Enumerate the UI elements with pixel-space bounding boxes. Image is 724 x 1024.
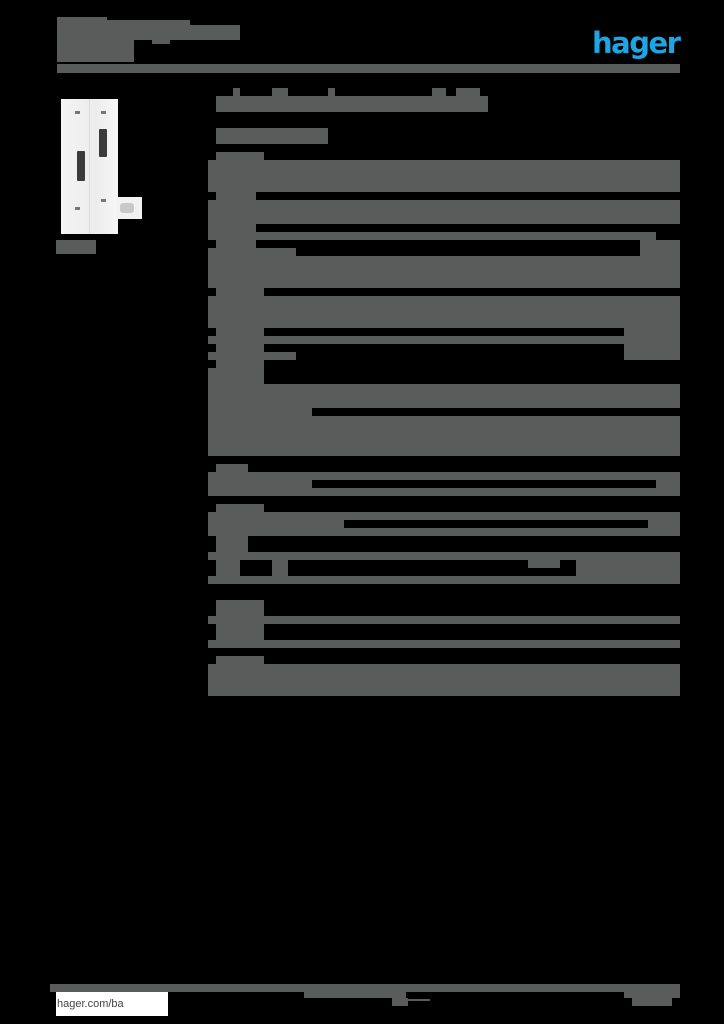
spec-row — [208, 512, 680, 520]
spec-row — [208, 552, 680, 560]
spec-row — [208, 408, 312, 416]
spec-row — [208, 416, 680, 456]
spec-row — [576, 560, 680, 576]
product-image-caption — [56, 240, 96, 254]
spec-row — [208, 248, 296, 256]
spec-row — [208, 640, 680, 648]
spec-row — [208, 352, 296, 360]
module-seam — [89, 99, 90, 234]
spec-row — [208, 232, 656, 240]
spec-row — [208, 336, 624, 344]
product-image — [61, 99, 118, 234]
logo-background — [584, 21, 680, 59]
header-title-block — [57, 25, 240, 40]
spec-row — [208, 528, 680, 536]
spec-row — [208, 160, 680, 192]
bracket-part — [120, 203, 134, 213]
spec-row — [208, 472, 680, 480]
socket-port-icon — [77, 151, 85, 181]
spec-row — [208, 488, 680, 496]
spec-row — [208, 256, 680, 288]
spec-row — [208, 224, 216, 232]
spec-row — [208, 384, 680, 408]
title-ascender — [456, 88, 480, 96]
spec-row — [272, 560, 288, 576]
header-rule — [57, 64, 680, 73]
footer-page-number — [624, 990, 680, 998]
screw-icon — [75, 111, 80, 114]
title-ascender — [272, 88, 288, 96]
screw-icon — [75, 207, 80, 210]
spec-row — [640, 240, 680, 256]
spec-row — [624, 296, 680, 360]
screw-icon — [101, 111, 106, 114]
footer-center-text — [408, 999, 430, 1001]
section-label — [216, 520, 248, 552]
mounting-bracket-image — [116, 197, 142, 219]
title-ascender — [233, 88, 240, 96]
title-block — [216, 96, 488, 112]
spec-row — [208, 320, 680, 328]
socket-port-icon — [99, 129, 107, 157]
spec-row — [208, 576, 680, 584]
screw-icon — [101, 199, 106, 202]
footer-rule — [50, 984, 680, 992]
hager-logo: hager — [592, 26, 681, 60]
header-title-block — [152, 39, 170, 44]
spec-row — [208, 200, 680, 224]
footer-page-number — [632, 998, 672, 1006]
spec-row — [208, 616, 680, 624]
spec-row — [528, 560, 560, 568]
spec-row — [208, 664, 680, 696]
main-subtitle — [216, 128, 328, 144]
title-ascender — [328, 88, 335, 96]
footer-center-text — [304, 990, 406, 998]
header-subtitle-block — [57, 40, 134, 62]
footer-center-text — [392, 998, 408, 1006]
footer-url-link[interactable]: hager.com/ba — [56, 992, 168, 1016]
section-divider — [208, 495, 680, 496]
title-ascender — [432, 88, 446, 96]
